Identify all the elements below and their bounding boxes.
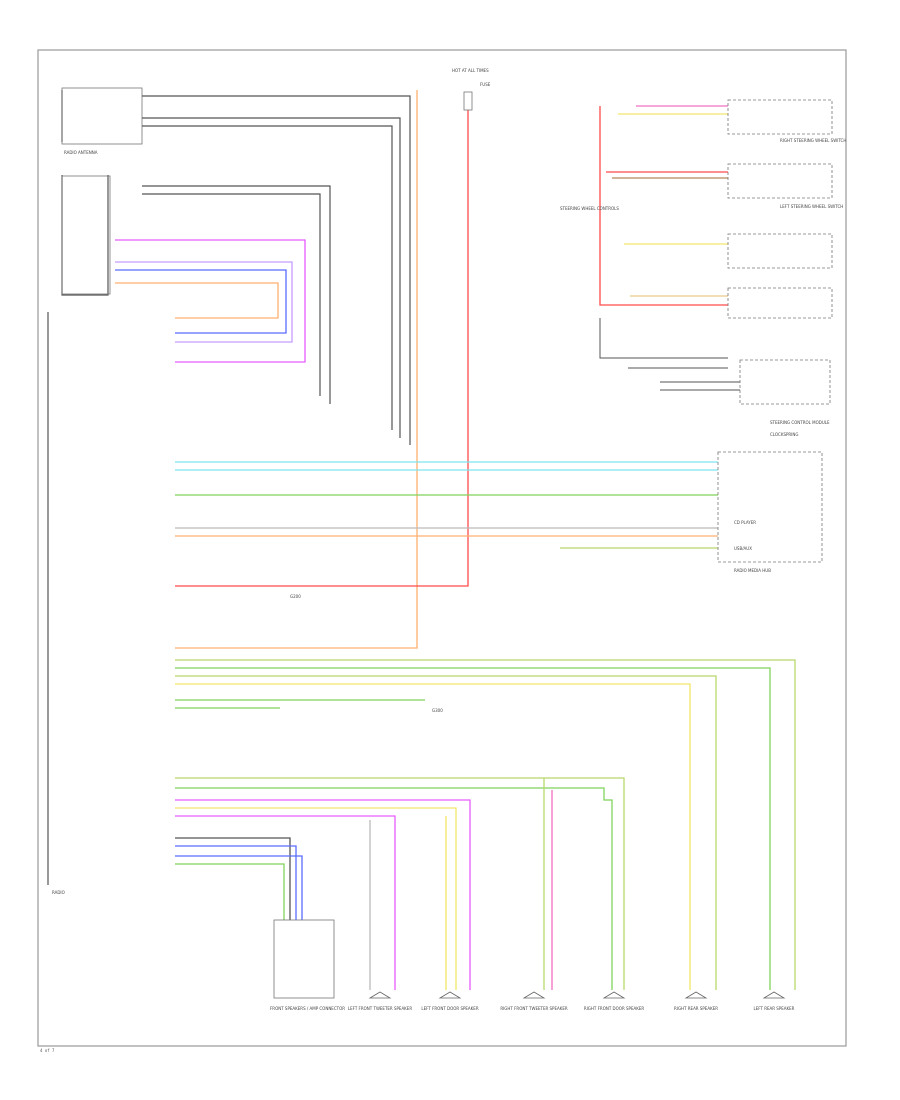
- label-cd-player: CD PLAYER: [734, 520, 757, 525]
- red-fuse-feed: [175, 110, 469, 587]
- amp-connector-block: [273, 919, 335, 999]
- amp-connector-wires: [175, 837, 303, 920]
- label-g200: G200: [290, 594, 301, 599]
- steering-control-module: [739, 359, 831, 405]
- label-radio-antenna: RADIO ANTENNA: [64, 150, 98, 155]
- radio-antenna-block: [61, 87, 143, 145]
- speaker-caption-amp: FRONT SPEAKERS / AMP CONNECTOR: [270, 1006, 345, 1011]
- label-g300: G300: [432, 708, 443, 713]
- radio-module-outline: [47, 90, 109, 885]
- right-switch-4: [727, 287, 833, 319]
- diagram-frame: [37, 49, 847, 1047]
- speaker-caption-lr: LEFT REAR SPEAKER: [753, 1006, 795, 1011]
- label-radio: RADIO: [52, 890, 65, 895]
- label-radio-media-hub: RADIO MEDIA HUB: [734, 568, 771, 573]
- steering-switch-wires: [599, 105, 728, 306]
- speaker-caption-rr: RIGHT REAR SPEAKER: [673, 1006, 719, 1011]
- radio-media-hub-block: [717, 451, 823, 563]
- label-hot-at-all-times: HOT AT ALL TIMES: [452, 68, 489, 73]
- label-fuse: FUSE: [480, 82, 491, 87]
- radio-inner-block: [61, 175, 111, 295]
- fuse-element: [463, 91, 473, 111]
- label-left-steering-switch: LEFT STEERING WHEEL SWITCH: [780, 204, 844, 209]
- speaker-symbols: [368, 991, 786, 999]
- right-switch-1: [727, 99, 833, 135]
- label-usb-aux: USB/AUX: [734, 546, 752, 551]
- page-number: 4 of 7: [40, 1048, 55, 1053]
- speaker-caption-rf-tweeter: RIGHT FRONT TWEETER SPEAKER: [500, 1006, 568, 1011]
- label-clockspring: CLOCKSPRING: [770, 432, 799, 437]
- upper-signal-loops: [115, 239, 306, 363]
- right-switch-3: [727, 233, 833, 269]
- label-steering-wheel-controls: STEERING WHEEL CONTROLS: [560, 206, 619, 211]
- speaker-caption-lf-tweeter: LEFT FRONT TWEETER SPEAKER: [347, 1006, 413, 1011]
- speaker-caption-rf-door: RIGHT FRONT DOOR SPEAKER: [583, 1006, 645, 1011]
- antenna-wires: [142, 95, 411, 445]
- media-hub-bus: [175, 461, 718, 549]
- right-switch-2: [727, 163, 833, 199]
- steering-module-lines: [599, 318, 740, 391]
- orange-feed: [175, 90, 418, 649]
- speaker-wires: [175, 659, 796, 990]
- label-right-steering-switch: RIGHT STEERING WHEEL SWITCH: [780, 138, 847, 143]
- label-steering-control-module: STEERING CONTROL MODULE: [770, 420, 830, 425]
- speaker-caption-lf-door: LEFT FRONT DOOR SPEAKER: [421, 1006, 479, 1011]
